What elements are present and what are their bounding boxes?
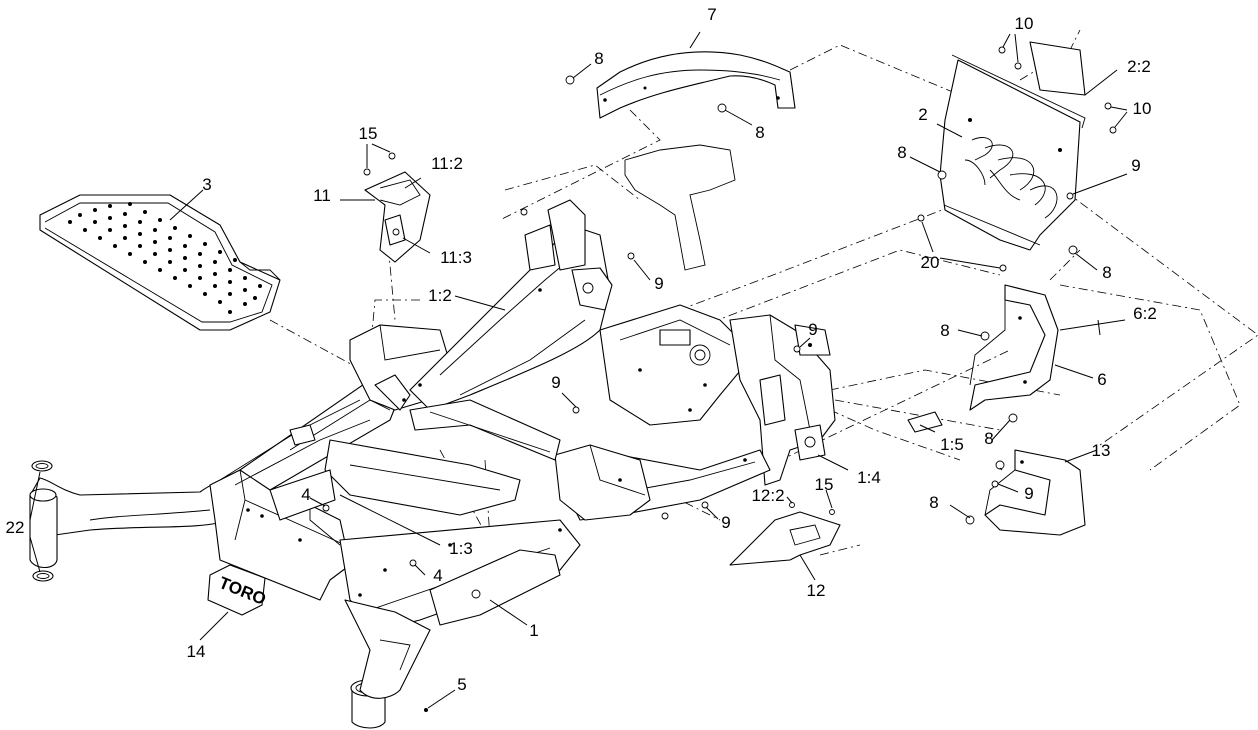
shield-vents bbox=[964, 137, 1058, 219]
callout-11-2: 11:2 bbox=[431, 154, 463, 173]
callout-8: 8 bbox=[940, 321, 949, 340]
callout-8: 8 bbox=[1102, 263, 1111, 282]
callout-2: 2 bbox=[918, 105, 927, 124]
callout-6: 6 bbox=[1097, 370, 1106, 389]
main-frame bbox=[29, 199, 836, 699]
callout-8: 8 bbox=[929, 493, 938, 512]
floor-pan bbox=[39, 194, 281, 331]
callout-4: 4 bbox=[301, 485, 310, 504]
callout-1-4: 1:4 bbox=[857, 468, 881, 487]
callout-9: 9 bbox=[1131, 156, 1140, 175]
floor-pan-holes bbox=[68, 202, 262, 314]
callout-12: 12 bbox=[807, 581, 826, 600]
callout-12-2: 12:2 bbox=[751, 486, 784, 505]
callout-6-2: 6:2 bbox=[1133, 304, 1157, 323]
foot-guard bbox=[984, 449, 1086, 536]
callout-13: 13 bbox=[1092, 441, 1111, 460]
frame-holes bbox=[246, 288, 747, 597]
callout-1-5: 1:5 bbox=[940, 435, 964, 454]
callout-10: 10 bbox=[1015, 14, 1034, 33]
callout-5: 5 bbox=[457, 675, 466, 694]
side-shield bbox=[939, 41, 1086, 251]
callout-9: 9 bbox=[721, 513, 730, 532]
callout-9: 9 bbox=[654, 274, 663, 293]
callout-3: 3 bbox=[202, 175, 211, 194]
callout-4: 4 bbox=[433, 566, 442, 585]
decal-1-5 bbox=[907, 411, 943, 433]
callout-9: 9 bbox=[808, 320, 817, 339]
callout-1-2: 1:2 bbox=[428, 286, 452, 305]
leader-lines bbox=[29, 31, 1128, 709]
callout-1-3: 1:3 bbox=[449, 539, 473, 558]
callout-8: 8 bbox=[755, 123, 764, 142]
lower-shield bbox=[969, 284, 1059, 411]
callout-15: 15 bbox=[815, 475, 834, 494]
ghost-bracket bbox=[624, 144, 736, 271]
control-bracket bbox=[364, 171, 431, 263]
fasteners bbox=[322, 46, 1117, 712]
callout-8: 8 bbox=[594, 49, 603, 68]
callout-9: 9 bbox=[1024, 484, 1033, 503]
callout-9: 9 bbox=[551, 373, 560, 392]
callout-11-3: 11:3 bbox=[440, 248, 472, 267]
callout-20: 20 bbox=[921, 253, 940, 272]
callout-8: 8 bbox=[984, 429, 993, 448]
callout-22: 22 bbox=[6, 518, 25, 537]
callout-1: 1 bbox=[529, 621, 538, 640]
callout-7: 7 bbox=[707, 5, 716, 24]
pivot-bushings bbox=[31, 460, 54, 582]
callout-14: 14 bbox=[187, 642, 206, 661]
toro-decal: TORO bbox=[207, 564, 269, 616]
callout-2-2: 2:2 bbox=[1127, 57, 1151, 76]
callout-10: 10 bbox=[1133, 99, 1152, 118]
callout-8: 8 bbox=[897, 143, 906, 162]
callout-15: 15 bbox=[359, 124, 378, 143]
callout-labels: 7 8 8 10 2:2 10 2 8 9 15 11:2 11 3 11:3 … bbox=[6, 5, 1157, 694]
rear-bracket bbox=[596, 51, 796, 119]
small-plate bbox=[729, 511, 841, 566]
callout-11: 11 bbox=[313, 186, 331, 205]
